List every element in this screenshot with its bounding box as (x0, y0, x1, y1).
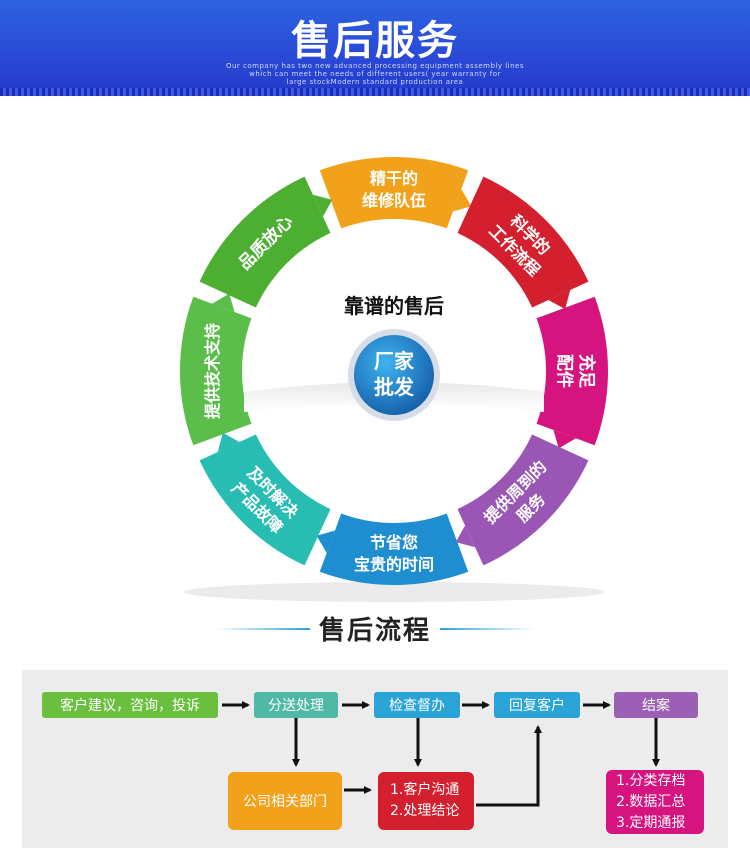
archive-step-2: 2.数据汇总 (616, 793, 686, 810)
wheel-segment-label-3: 充足配件 (554, 354, 597, 388)
archive-step-3: 3.定期通报 (616, 814, 686, 831)
flow-node-complaint: 客户建议，咨询，投诉 (42, 692, 218, 718)
banner-subtitle-line-3: large stockModern standard production ar… (286, 78, 464, 86)
wheel-segment-label-line: 节省您 (370, 533, 418, 552)
flow-title-rule-left (215, 628, 310, 630)
flow-node-dispatch: 分送处理 (254, 692, 338, 718)
wheel-segment-label-line: 宝贵的时间 (354, 555, 434, 574)
wheel-segment-label-7: 提供技术支持 (203, 323, 222, 419)
wheel-segment-label-line: 充足 (576, 354, 597, 388)
wheel-segment-label-line: 配件 (554, 354, 575, 388)
banner-stripe (0, 88, 750, 96)
wheel-segment-1 (319, 156, 469, 231)
service-wheel: 精干的维修队伍科学的工作流程充足配件提供周到的服务节省您宝贵的时间及时解决产品故… (179, 156, 609, 602)
banner-subtitle-line-2: which can meet the needs of different us… (249, 70, 501, 78)
wheel-segment-3 (534, 296, 609, 446)
badge-text-line-2: 批发 (374, 375, 415, 399)
flow-node-department: 公司相关部门 (228, 772, 342, 830)
wheel-segment-pointer-2 (548, 289, 571, 310)
wheel-segment-5 (319, 511, 469, 585)
flow-node-communicate: 1.客户沟通 2.处理结论 (378, 772, 474, 830)
wheel-segment-7 (179, 296, 254, 446)
wheel-center-heading: 靠谱的售后 (344, 294, 444, 318)
wheel-segment-pointer-7 (212, 293, 235, 313)
wheel-segment-label-line: 维修队伍 (362, 191, 426, 210)
badge-text-line-1: 厂家 (374, 349, 415, 373)
page-title: 售后服务 (291, 18, 459, 64)
flow-title-rule-right (440, 628, 535, 630)
wheel-segment-pointer-8 (312, 194, 333, 217)
wheel-segment-pointer-6 (217, 432, 240, 453)
wheel-segment-label-1: 精干的维修队伍 (362, 169, 426, 210)
wheel-segment-pointer-4 (455, 525, 476, 548)
arrow-communicate-to-reply (476, 725, 542, 807)
flow-node-supervise: 检查督办 (374, 692, 460, 718)
wheel-segment-label-line: 精干的 (370, 169, 418, 188)
wheel-shadow (184, 582, 604, 602)
flow-node-close: 结案 (614, 692, 698, 718)
factory-badge (354, 335, 434, 415)
wheel-segment-2 (456, 176, 589, 309)
wheel-segment-6 (199, 433, 332, 566)
wheel-segment-4 (456, 433, 589, 566)
wheel-segment-pointer-3 (553, 429, 576, 449)
flow-title-text: 售后流程 (318, 616, 431, 646)
wheel-segment-label-5: 节省您宝贵的时间 (354, 533, 434, 574)
banner-subtitle-line-1: Our company has two new advanced process… (225, 62, 525, 70)
wheel-segment-label-line: 提供技术支持 (203, 323, 222, 419)
communicate-step-2: 2.处理结论 (390, 803, 460, 819)
wheel-segment-pointer-1 (452, 189, 472, 212)
flow-node-reply: 回复客户 (494, 692, 580, 718)
header-banner: 售后服务 Our company has two new advanced pr… (0, 0, 750, 96)
wheel-segment-pointer-5 (316, 530, 336, 553)
communicate-step-1: 1.客户沟通 (390, 782, 460, 798)
flow-node-archive: 1.分类存档 2.数据汇总 3.定期通报 (606, 770, 704, 834)
flow-section-title: 售后流程 (0, 608, 750, 648)
wheel-segment-8 (199, 176, 332, 309)
archive-step-1: 1.分类存档 (616, 772, 686, 789)
